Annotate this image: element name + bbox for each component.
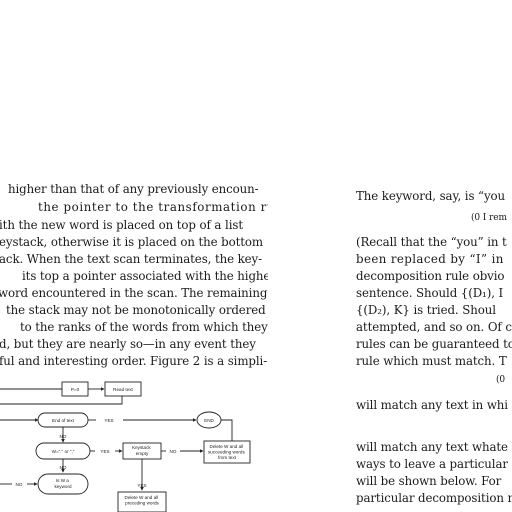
right-text-line: (0 I rem [471,213,507,223]
no-label: NO [60,465,67,470]
right-text-line: attempted, and so on. Of c [356,320,512,334]
right-text-line: particular decomposition r [356,491,512,505]
delete-w-preceding-label: Delete W and all preceding words [125,495,160,506]
left-text-line: its top a pointer associated with the hi… [22,269,268,283]
right-text-line: been replaced by “I” in [356,252,504,266]
is-w-keyword-label: Is W a keyword [54,478,72,489]
right-text-line: ways to leave a particular [356,457,508,471]
left-text-line: ith the new word is placed on top of a l… [0,218,243,232]
left-text-line: ful and interesting order. Figure 2 is a… [0,354,268,368]
is-w-keyword-node [37,473,89,495]
left-text-line: ack. When the text scan terminates, the … [0,252,262,266]
right-text-line: will match any text in whi [356,398,508,412]
delete-w-text-line: succeeding words [208,450,245,455]
right-text-line: (Recall that the “you” in t [356,235,507,249]
delete-w-text-box [203,440,251,464]
delete-w-text-line: from text [218,455,237,460]
delete-w-preceding-line: Delete W and all [125,495,159,500]
right-text-line: {(D₂), K} is tried. Shoul [356,303,496,317]
keystack-empty-label: Keystack empty [132,445,152,456]
keystack-empty-line: empty [136,451,149,456]
left-text-line: to the ranks of the words from which the… [20,320,268,334]
right-text-line: will match any text whate [356,440,508,454]
read-text-box [104,381,142,397]
right-text-line: decomposition rule obvio [356,269,505,283]
right-text-line: (0 [496,375,506,385]
delete-w-text-line: Delete W and all [210,444,244,449]
yes-label: YES [137,483,146,488]
p-zero-label: P=0 [71,387,80,392]
flowchart: P=0 Read text End of text YES END NO W="… [0,381,251,512]
yes-label: YES [100,449,109,454]
left-text-line: word encountered in the scan. The remain… [0,286,268,300]
right-column: The keyword, say, is “you (0 I rem (Reca… [348,0,512,512]
left-text-line: d, but they are nearly so—in any event t… [0,337,256,351]
left-text-line: the stack may not be monotonically order… [6,303,266,317]
right-text-line: The keyword, say, is “you [356,189,506,203]
left-text-line: the pointer to the transformation rules [38,200,268,214]
no-label: NO [16,482,23,487]
left-text-line: higher than that of any previously encou… [8,182,259,196]
is-w-keyword-line: Is W a [56,478,69,483]
delete-w-preceding-line: preceding words [125,501,159,506]
flow-line [0,396,123,405]
delete-w-preceding-box [117,491,167,512]
delete-w-text-label: Delete W and all succeeding words from t… [208,444,246,460]
end-label: END [204,418,214,423]
is-w-keyword-line: keyword [54,484,72,489]
no-label: NO [170,449,177,454]
read-text-label: Read text [113,387,133,392]
right-text-line: rules can be guaranteed to [356,337,512,351]
no-label: NO [60,434,67,439]
right-text-line: will be shown below. For [356,474,502,488]
right-text-line: rule which must match. T [356,354,507,368]
keystack-empty-line: Keystack [132,445,151,450]
left-text-line: eystack, otherwise it is placed on the b… [0,235,263,249]
yes-label: YES [104,418,113,423]
delimiter-test-label: W="." or "," [52,449,75,454]
left-column: higher than that of any previously encou… [0,182,268,512]
right-text-line: sentence. Should {(D₁), I [356,286,504,300]
end-of-text-label: End of text [52,418,75,423]
